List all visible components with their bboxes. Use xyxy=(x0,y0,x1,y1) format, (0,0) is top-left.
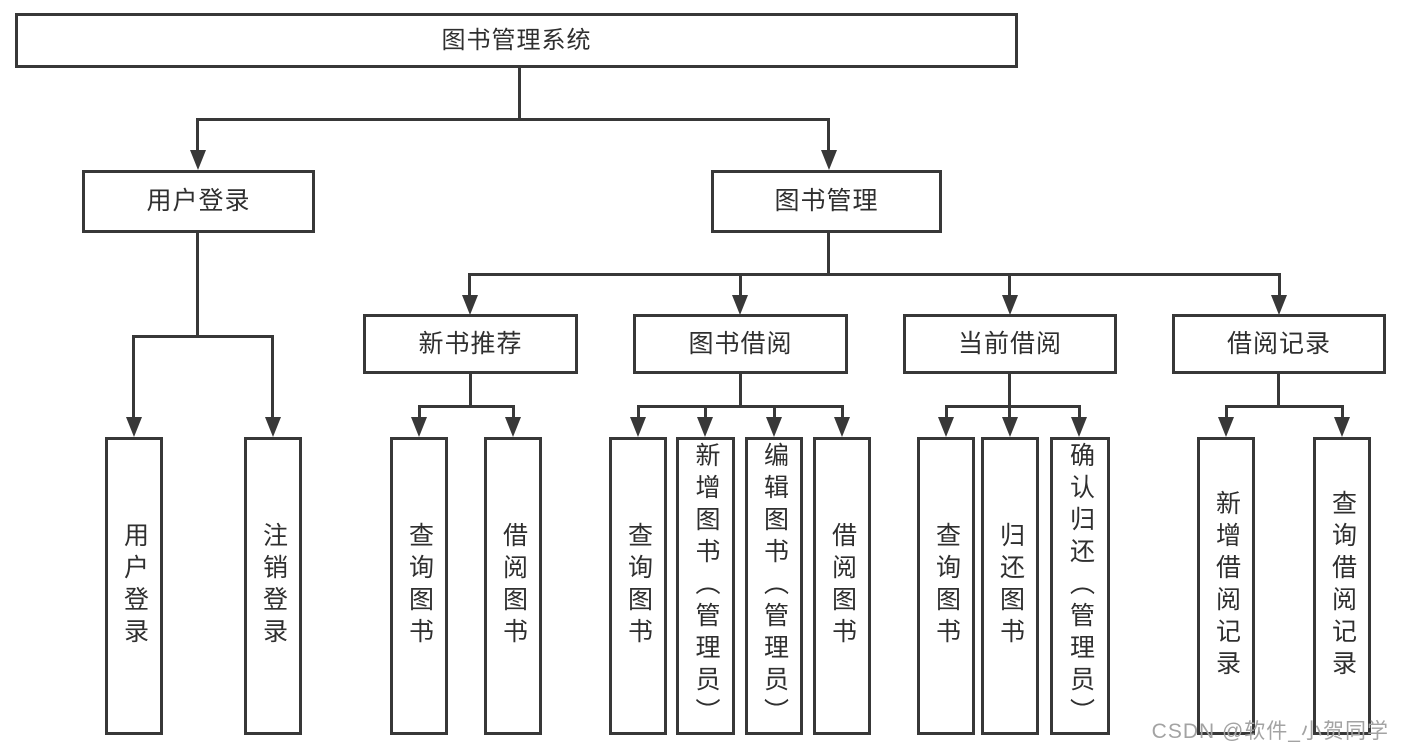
connector-line xyxy=(773,405,776,419)
leaf-return-book: 归还图书 xyxy=(981,437,1039,735)
node-root-system-label: 图书管理系统 xyxy=(441,26,592,54)
connector-line xyxy=(196,232,199,337)
connector-line xyxy=(1277,373,1280,407)
node-user-login-label: 用户登录 xyxy=(146,187,251,215)
connector-line xyxy=(518,66,521,120)
leaf-query-books-current-label: 查询图书 xyxy=(932,522,961,650)
connector-line xyxy=(945,405,948,419)
connector-line xyxy=(1008,405,1011,419)
arrow-down-icon xyxy=(1002,417,1018,437)
connector-line xyxy=(945,405,1081,408)
arrow-down-icon xyxy=(766,417,782,437)
watermark: CSDN @软件_小贺同学 xyxy=(1151,720,1389,743)
leaf-edit-book-admin-label: 编辑图书（管理员） xyxy=(760,442,789,730)
connector-line xyxy=(1008,273,1011,297)
arrow-down-icon xyxy=(1271,295,1287,315)
node-book-borrowing-label: 图书借阅 xyxy=(688,329,793,358)
connector-line xyxy=(1225,405,1228,419)
connector-line xyxy=(739,373,742,407)
arrow-down-icon xyxy=(1218,417,1234,437)
leaf-return-book-label: 归还图书 xyxy=(996,522,1025,650)
leaf-query-books-borrowing-label: 查询图书 xyxy=(624,522,653,650)
leaf-confirm-return-admin: 确认归还（管理员） xyxy=(1050,437,1110,735)
connector-line xyxy=(132,335,135,419)
arrow-down-icon xyxy=(462,295,478,315)
connector-line xyxy=(841,405,844,419)
leaf-query-borrow-record: 查询借阅记录 xyxy=(1313,437,1371,735)
connector-line xyxy=(512,405,515,419)
connector-line xyxy=(827,232,830,275)
arrow-down-icon xyxy=(938,417,954,437)
leaf-add-borrow-record: 新增借阅记录 xyxy=(1197,437,1255,735)
connector-line xyxy=(637,405,640,419)
connector-line xyxy=(637,405,844,408)
leaf-borrow-books-recommend-label: 借阅图书 xyxy=(499,522,528,650)
connector-line xyxy=(271,335,274,419)
leaf-edit-book-admin: 编辑图书（管理员） xyxy=(745,437,803,735)
connector-line xyxy=(469,373,472,407)
leaf-query-books-recommend-label: 查询图书 xyxy=(405,522,434,650)
leaf-borrow-books-borrowing-label: 借阅图书 xyxy=(828,522,857,650)
leaf-confirm-return-admin-label: 确认归还（管理员） xyxy=(1066,442,1095,730)
arrow-down-icon xyxy=(630,417,646,437)
connector-line xyxy=(468,273,471,297)
node-borrowing-records: 借阅记录 xyxy=(1172,314,1386,374)
node-root-system: 图书管理系统 xyxy=(15,13,1018,68)
arrow-down-icon xyxy=(505,417,521,437)
node-current-borrowing-label: 当前借阅 xyxy=(957,329,1062,358)
arrow-down-icon xyxy=(126,417,142,437)
connector-line xyxy=(418,405,421,419)
leaf-query-borrow-record-label: 查询借阅记录 xyxy=(1328,490,1357,682)
node-book-borrowing: 图书借阅 xyxy=(633,314,848,374)
leaf-add-borrow-record-label: 新增借阅记录 xyxy=(1212,490,1241,682)
connector-line xyxy=(827,118,830,154)
leaf-add-book-admin-label: 新增图书（管理员） xyxy=(692,442,720,730)
node-user-login: 用户登录 xyxy=(82,170,315,233)
leaf-query-books-borrowing: 查询图书 xyxy=(609,437,667,735)
arrow-down-icon xyxy=(265,417,281,437)
connector-line xyxy=(1278,273,1281,297)
connector-line xyxy=(739,273,742,297)
connector-line xyxy=(132,335,274,338)
node-new-book-recommend-label: 新书推荐 xyxy=(418,329,523,358)
arrow-down-icon xyxy=(190,150,206,170)
node-book-management: 图书管理 xyxy=(711,170,942,233)
arrow-down-icon xyxy=(732,295,748,315)
node-borrowing-records-label: 借阅记录 xyxy=(1226,329,1331,358)
leaf-query-books-current: 查询图书 xyxy=(917,437,975,735)
arrow-down-icon xyxy=(697,417,713,437)
connector-line xyxy=(196,118,830,121)
connector-line xyxy=(1341,405,1344,419)
node-current-borrowing: 当前借阅 xyxy=(903,314,1117,374)
leaf-logout: 注销登录 xyxy=(244,437,302,735)
connector-line xyxy=(1225,405,1344,408)
arrow-down-icon xyxy=(821,150,837,170)
leaf-borrow-books-recommend: 借阅图书 xyxy=(484,437,542,735)
arrow-down-icon xyxy=(1071,417,1087,437)
leaf-user-login-label: 用户登录 xyxy=(120,522,149,650)
leaf-borrow-books-borrowing: 借阅图书 xyxy=(813,437,871,735)
arrow-down-icon xyxy=(834,417,850,437)
arrow-down-icon xyxy=(411,417,427,437)
connector-line xyxy=(704,405,707,419)
node-new-book-recommend: 新书推荐 xyxy=(363,314,578,374)
node-book-management-label: 图书管理 xyxy=(774,187,879,215)
connector-line xyxy=(468,273,1281,276)
leaf-user-login: 用户登录 xyxy=(105,437,163,735)
connector-line xyxy=(1078,405,1081,419)
arrow-down-icon xyxy=(1002,295,1018,315)
connector-line xyxy=(196,118,199,154)
leaf-add-book-admin: 新增图书（管理员） xyxy=(676,437,735,735)
leaf-logout-label: 注销登录 xyxy=(259,522,288,650)
arrow-down-icon xyxy=(1334,417,1350,437)
leaf-query-books-recommend: 查询图书 xyxy=(390,437,448,735)
connector-line xyxy=(418,405,515,408)
connector-line xyxy=(1008,373,1011,407)
